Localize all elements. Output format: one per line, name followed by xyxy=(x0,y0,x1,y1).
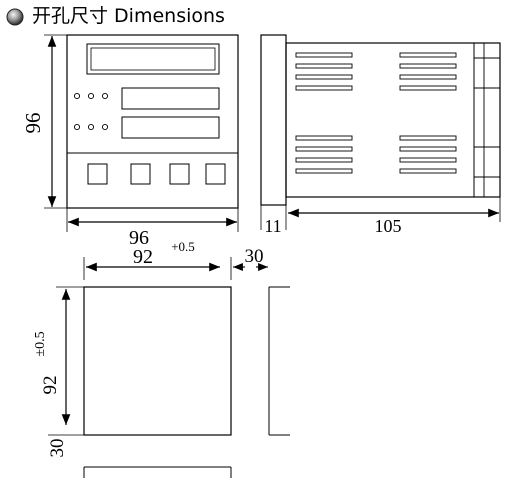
front-view: 96 96 xyxy=(21,34,239,249)
horizontal-spacing-label: 30 xyxy=(245,246,264,267)
indicator-leds-row-1 xyxy=(73,92,109,100)
vent-slots-top-right xyxy=(399,52,457,91)
front-width-label: 96 xyxy=(129,227,149,249)
cutout-outline xyxy=(83,286,232,436)
key-button-1 xyxy=(87,163,108,185)
body-depth-label: 105 xyxy=(375,216,402,236)
vent-slots-bottom-right xyxy=(399,135,457,174)
main-display-inner xyxy=(90,47,216,71)
cutout-width-tolerance: +0.5 xyxy=(171,239,195,254)
secondary-display-2 xyxy=(121,116,220,139)
secondary-display-1 xyxy=(121,87,220,110)
key-button-3 xyxy=(169,163,190,185)
key-button-2 xyxy=(130,163,151,185)
vent-slots-top-left xyxy=(295,52,353,91)
panel-cutout: 92 +0.5 30 92 ±0.5 30 xyxy=(33,239,290,478)
cutout-height-tolerance: ±0.5 xyxy=(33,331,48,356)
page-title: 开孔尺寸 Dimensions xyxy=(32,5,225,27)
bullet-sphere-icon xyxy=(6,8,24,26)
indicator-leds-row-2 xyxy=(73,123,109,131)
cutout-height-label: 92 xyxy=(40,376,61,395)
front-panel-outline xyxy=(66,34,239,209)
bezel-side xyxy=(260,34,287,206)
header: 开孔尺寸 Dimensions xyxy=(0,0,512,36)
side-view: 11 105 xyxy=(260,34,501,236)
front-height-label: 96 xyxy=(21,113,45,134)
vertical-spacing-label: 30 xyxy=(47,439,68,458)
vent-slots-bottom-left xyxy=(295,135,353,174)
cutout-width-label: 92 xyxy=(133,246,153,268)
bezel-depth-label: 11 xyxy=(264,216,281,236)
housing-body xyxy=(285,42,501,198)
key-button-4 xyxy=(205,163,226,185)
main-display-window xyxy=(86,43,220,75)
